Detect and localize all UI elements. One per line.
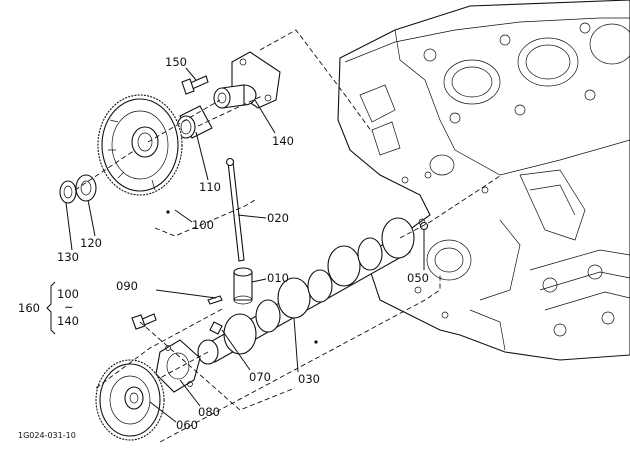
bushing-110 [176,105,213,139]
assembly-dashed-lines [74,29,501,443]
thrust-plate-140 [213,51,281,109]
label-090: 090 [116,279,138,293]
label-060: 060 [176,418,198,432]
label-080: 080 [198,405,220,419]
label-130: 130 [57,250,79,264]
label-030: 030 [298,372,320,386]
screw-050 [419,221,429,231]
cam-gear-060 [95,359,165,441]
leader-lines [65,67,425,423]
thrust-plate-080 [155,339,201,393]
idle-gear-100 [97,94,183,196]
label-110: 110 [199,180,221,194]
group-bracket [46,281,56,335]
group-range-start: 100 [57,287,79,301]
camshaft-030 [197,217,415,365]
bolt-090 [131,313,157,330]
circlip-130 [59,180,77,204]
label-120: 120 [80,236,102,250]
group-label-160: 160 [18,301,40,315]
label-150: 150 [165,55,187,69]
collar-120 [75,174,97,202]
label-100: 100 [192,218,214,232]
group-range-end: 140 [57,314,79,328]
figure-code: 1G024-031-10 [18,431,76,440]
group-range-tilde: ~ [64,300,74,314]
label-050: 050 [407,271,429,285]
key-070 [207,295,223,305]
engine-block [337,0,630,361]
bolt-150 [181,75,209,95]
label-070: 070 [249,370,271,384]
label-020: 020 [267,211,289,225]
push-rod-020 [225,157,245,262]
label-010: 010 [267,271,289,285]
label-140: 140 [272,134,294,148]
tappet-010 [233,267,253,305]
